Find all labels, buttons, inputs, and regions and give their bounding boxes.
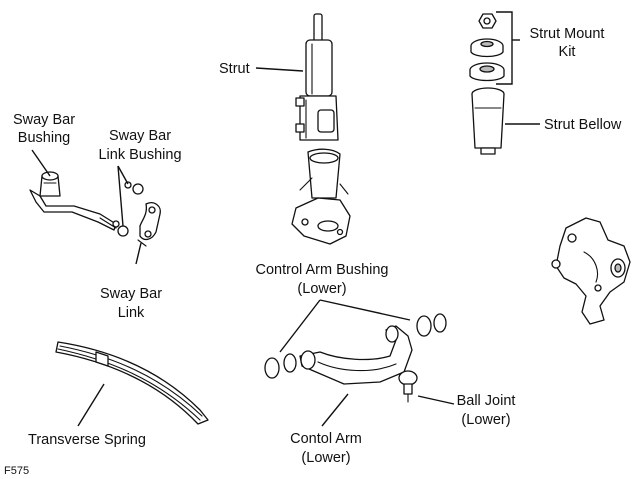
figure-id: F575	[4, 465, 29, 477]
label-control-arm-bushing-line2: (Lower)	[297, 281, 346, 297]
leader-lines	[31, 11, 540, 427]
sway-bar-link-bushing	[112, 181, 144, 237]
label-control-arm-bushing-line1: Control Arm Bushing	[256, 262, 389, 278]
label-ball-joint-line2: (Lower)	[461, 412, 510, 428]
label-ball-joint-line1: Ball Joint	[457, 393, 516, 409]
strut-bellow	[471, 87, 505, 155]
label-strut-bellow: Strut Bellow	[544, 117, 622, 133]
sway-bar-link	[137, 202, 161, 247]
label-control-arm-line2: (Lower)	[301, 450, 350, 466]
label-sway-bar-bushing-line1: Sway Bar	[13, 112, 75, 128]
label-sway-bar-link-line1: Sway Bar	[100, 286, 162, 302]
label-strut: Strut	[219, 61, 250, 77]
control-arm	[299, 325, 413, 385]
label-control-arm-line1: Contol Arm	[290, 431, 362, 447]
label-sway-bar-link-bushing-line1: Sway Bar	[109, 128, 171, 144]
label-transverse-spring: Transverse Spring	[28, 432, 146, 448]
label-sway-bar-bushing-line2: Bushing	[18, 130, 70, 146]
label-strut-mount-kit-line1: Strut Mount	[530, 26, 605, 42]
label-sway-bar-link-bushing-line2: Link Bushing	[98, 147, 181, 163]
sway-bar-bushing	[39, 171, 61, 197]
strut-assembly	[291, 13, 351, 245]
ball-joint	[398, 370, 418, 403]
label-sway-bar-link-line2: Link	[118, 305, 145, 321]
strut-mount-kit	[469, 13, 505, 82]
label-strut-mount-kit-line2: Kit	[559, 44, 576, 60]
labels: Strut Strut Mount Kit Strut Bellow Sway …	[4, 26, 622, 477]
control-arm-bushing	[264, 313, 447, 379]
steering-knuckle	[551, 217, 631, 325]
transverse-spring	[55, 341, 209, 425]
